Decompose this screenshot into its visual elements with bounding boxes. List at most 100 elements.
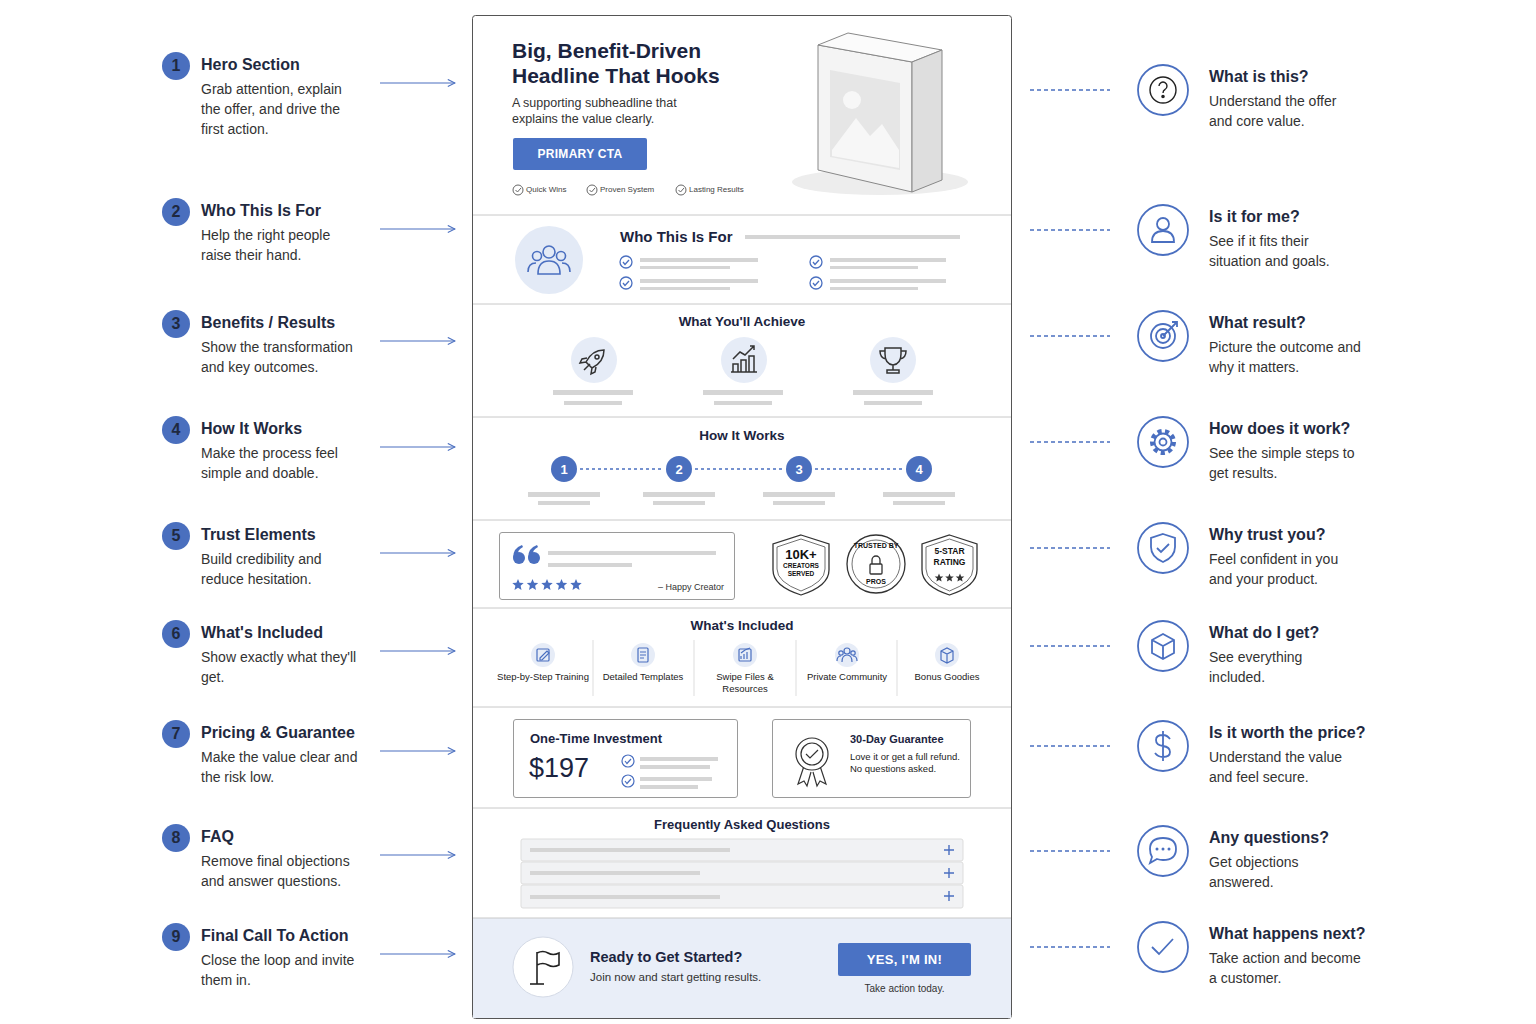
question-icons xyxy=(1138,621,1188,671)
testimonial-art xyxy=(541,579,552,590)
annotation-item: Hero SectionGrab attention, explain the … xyxy=(160,53,380,139)
included-icons xyxy=(941,648,953,663)
pointer-arrow xyxy=(380,340,455,341)
node-heading: 2 xyxy=(172,202,181,222)
page-frame xyxy=(473,520,1011,521)
audience-section-art xyxy=(557,252,566,261)
testimonial-art xyxy=(548,551,716,567)
dashed-connector xyxy=(1030,335,1110,336)
question-item: Is it for me?See if it fits their situat… xyxy=(1137,207,1427,271)
benefit-icons xyxy=(733,346,754,359)
node-heading: FAQ xyxy=(201,827,380,847)
audience-section-art xyxy=(810,277,822,289)
node-text: Bonus Goodies xyxy=(899,671,995,683)
question-item: What happens next? Take action and become… xyxy=(1137,924,1427,988)
node-heading: 8 xyxy=(172,828,181,848)
node-heading: 2 xyxy=(675,462,682,477)
page-frame xyxy=(473,808,1011,809)
testimonial-art xyxy=(556,579,567,590)
benefit-icons xyxy=(580,350,604,374)
benefit-icons xyxy=(553,390,933,405)
pointer-arrow xyxy=(380,446,455,447)
included-icons xyxy=(739,649,751,661)
node-text: Proven System xyxy=(600,185,675,195)
callout-number: 5 xyxy=(162,522,190,550)
benefit-icons xyxy=(580,346,906,374)
question-icons xyxy=(1138,721,1188,771)
node-text: Take action today. xyxy=(838,983,971,994)
trust-badges xyxy=(872,556,880,564)
node-text: Grab attention, explain the offer, and d… xyxy=(201,79,359,139)
check-icons xyxy=(587,185,597,195)
node-heading: How does it work? xyxy=(1209,419,1427,439)
callout-number: 6 xyxy=(162,620,190,648)
node-heading: Benefits / Results xyxy=(201,313,380,333)
page-frame xyxy=(473,918,1011,1018)
node-heading: What happens next? xyxy=(1209,924,1427,944)
question-icons xyxy=(1162,96,1164,98)
step-number: 2 xyxy=(666,456,692,482)
question-icons xyxy=(1157,544,1169,552)
included-icons xyxy=(851,651,855,655)
check-icons xyxy=(679,188,685,192)
faq-rows xyxy=(944,845,954,901)
node-heading: 5-STAR RATING xyxy=(925,546,974,568)
badge-stars xyxy=(956,574,965,582)
node-heading: What is this? xyxy=(1209,67,1427,87)
check-icons xyxy=(513,185,523,195)
callout-number: 1 xyxy=(162,52,190,80)
node-heading: 6 xyxy=(172,624,181,644)
benefit-icons xyxy=(714,401,772,405)
benefit-icons xyxy=(880,348,906,373)
pricing-art xyxy=(622,775,634,787)
faq-rows xyxy=(944,845,954,901)
benefit-icons xyxy=(553,337,933,405)
included-icons xyxy=(531,643,959,667)
pricing-art xyxy=(640,765,710,769)
step-bars xyxy=(773,501,825,505)
pricing-art xyxy=(801,743,823,765)
steps-section: How It Works1234 xyxy=(472,417,1012,520)
question-icons xyxy=(1153,432,1174,453)
annotation-item: Trust ElementsBuild credibility and redu… xyxy=(160,523,380,589)
question-icons xyxy=(1155,434,1172,451)
audience-section-art xyxy=(813,281,819,286)
page-frame xyxy=(473,918,1011,919)
question-icons xyxy=(1150,77,1176,103)
question-icons xyxy=(1151,534,1175,562)
included-icons xyxy=(897,640,898,696)
final-cta-section: Ready to Get Started?Join now and start … xyxy=(472,918,1012,1019)
pricing-art xyxy=(796,738,828,786)
benefit-icons xyxy=(564,401,622,405)
node-heading: How It Works xyxy=(472,428,1012,443)
dashed-connector xyxy=(1030,946,1110,947)
dashed-connector xyxy=(1030,229,1110,230)
step-bars xyxy=(528,492,600,497)
node-heading: Pricing & Guarantee xyxy=(201,723,380,743)
testimonial-art xyxy=(512,579,581,590)
audience-section-art xyxy=(533,252,542,261)
node-text: See if it fits their situation and goals… xyxy=(1209,231,1361,271)
question-icons xyxy=(1152,939,1173,954)
node-heading: 30-Day Guarantee xyxy=(850,733,968,745)
faq-rows xyxy=(530,895,720,899)
included-icons xyxy=(593,640,897,696)
included-icons xyxy=(694,640,695,696)
node-text: Take action and become a customer. xyxy=(1209,948,1361,988)
product-box xyxy=(843,91,861,109)
included-icons xyxy=(640,652,646,658)
included-icons xyxy=(531,640,959,696)
audience-section-art xyxy=(528,263,536,272)
node-heading: YES, I'M IN! xyxy=(867,952,942,967)
dashed-connector xyxy=(1030,850,1110,851)
product-box xyxy=(832,118,899,168)
node-text: Help the right people raise their hand. xyxy=(201,225,359,265)
product-box xyxy=(792,33,968,195)
audience-section-art xyxy=(810,256,822,268)
node-text: CREATORS SERVED xyxy=(779,562,823,578)
dashed-connector xyxy=(1030,745,1110,746)
node-heading: Hero Section xyxy=(201,55,380,75)
question-icons xyxy=(1138,826,1188,876)
question-icons xyxy=(1156,848,1159,851)
pricing-art xyxy=(625,759,631,764)
